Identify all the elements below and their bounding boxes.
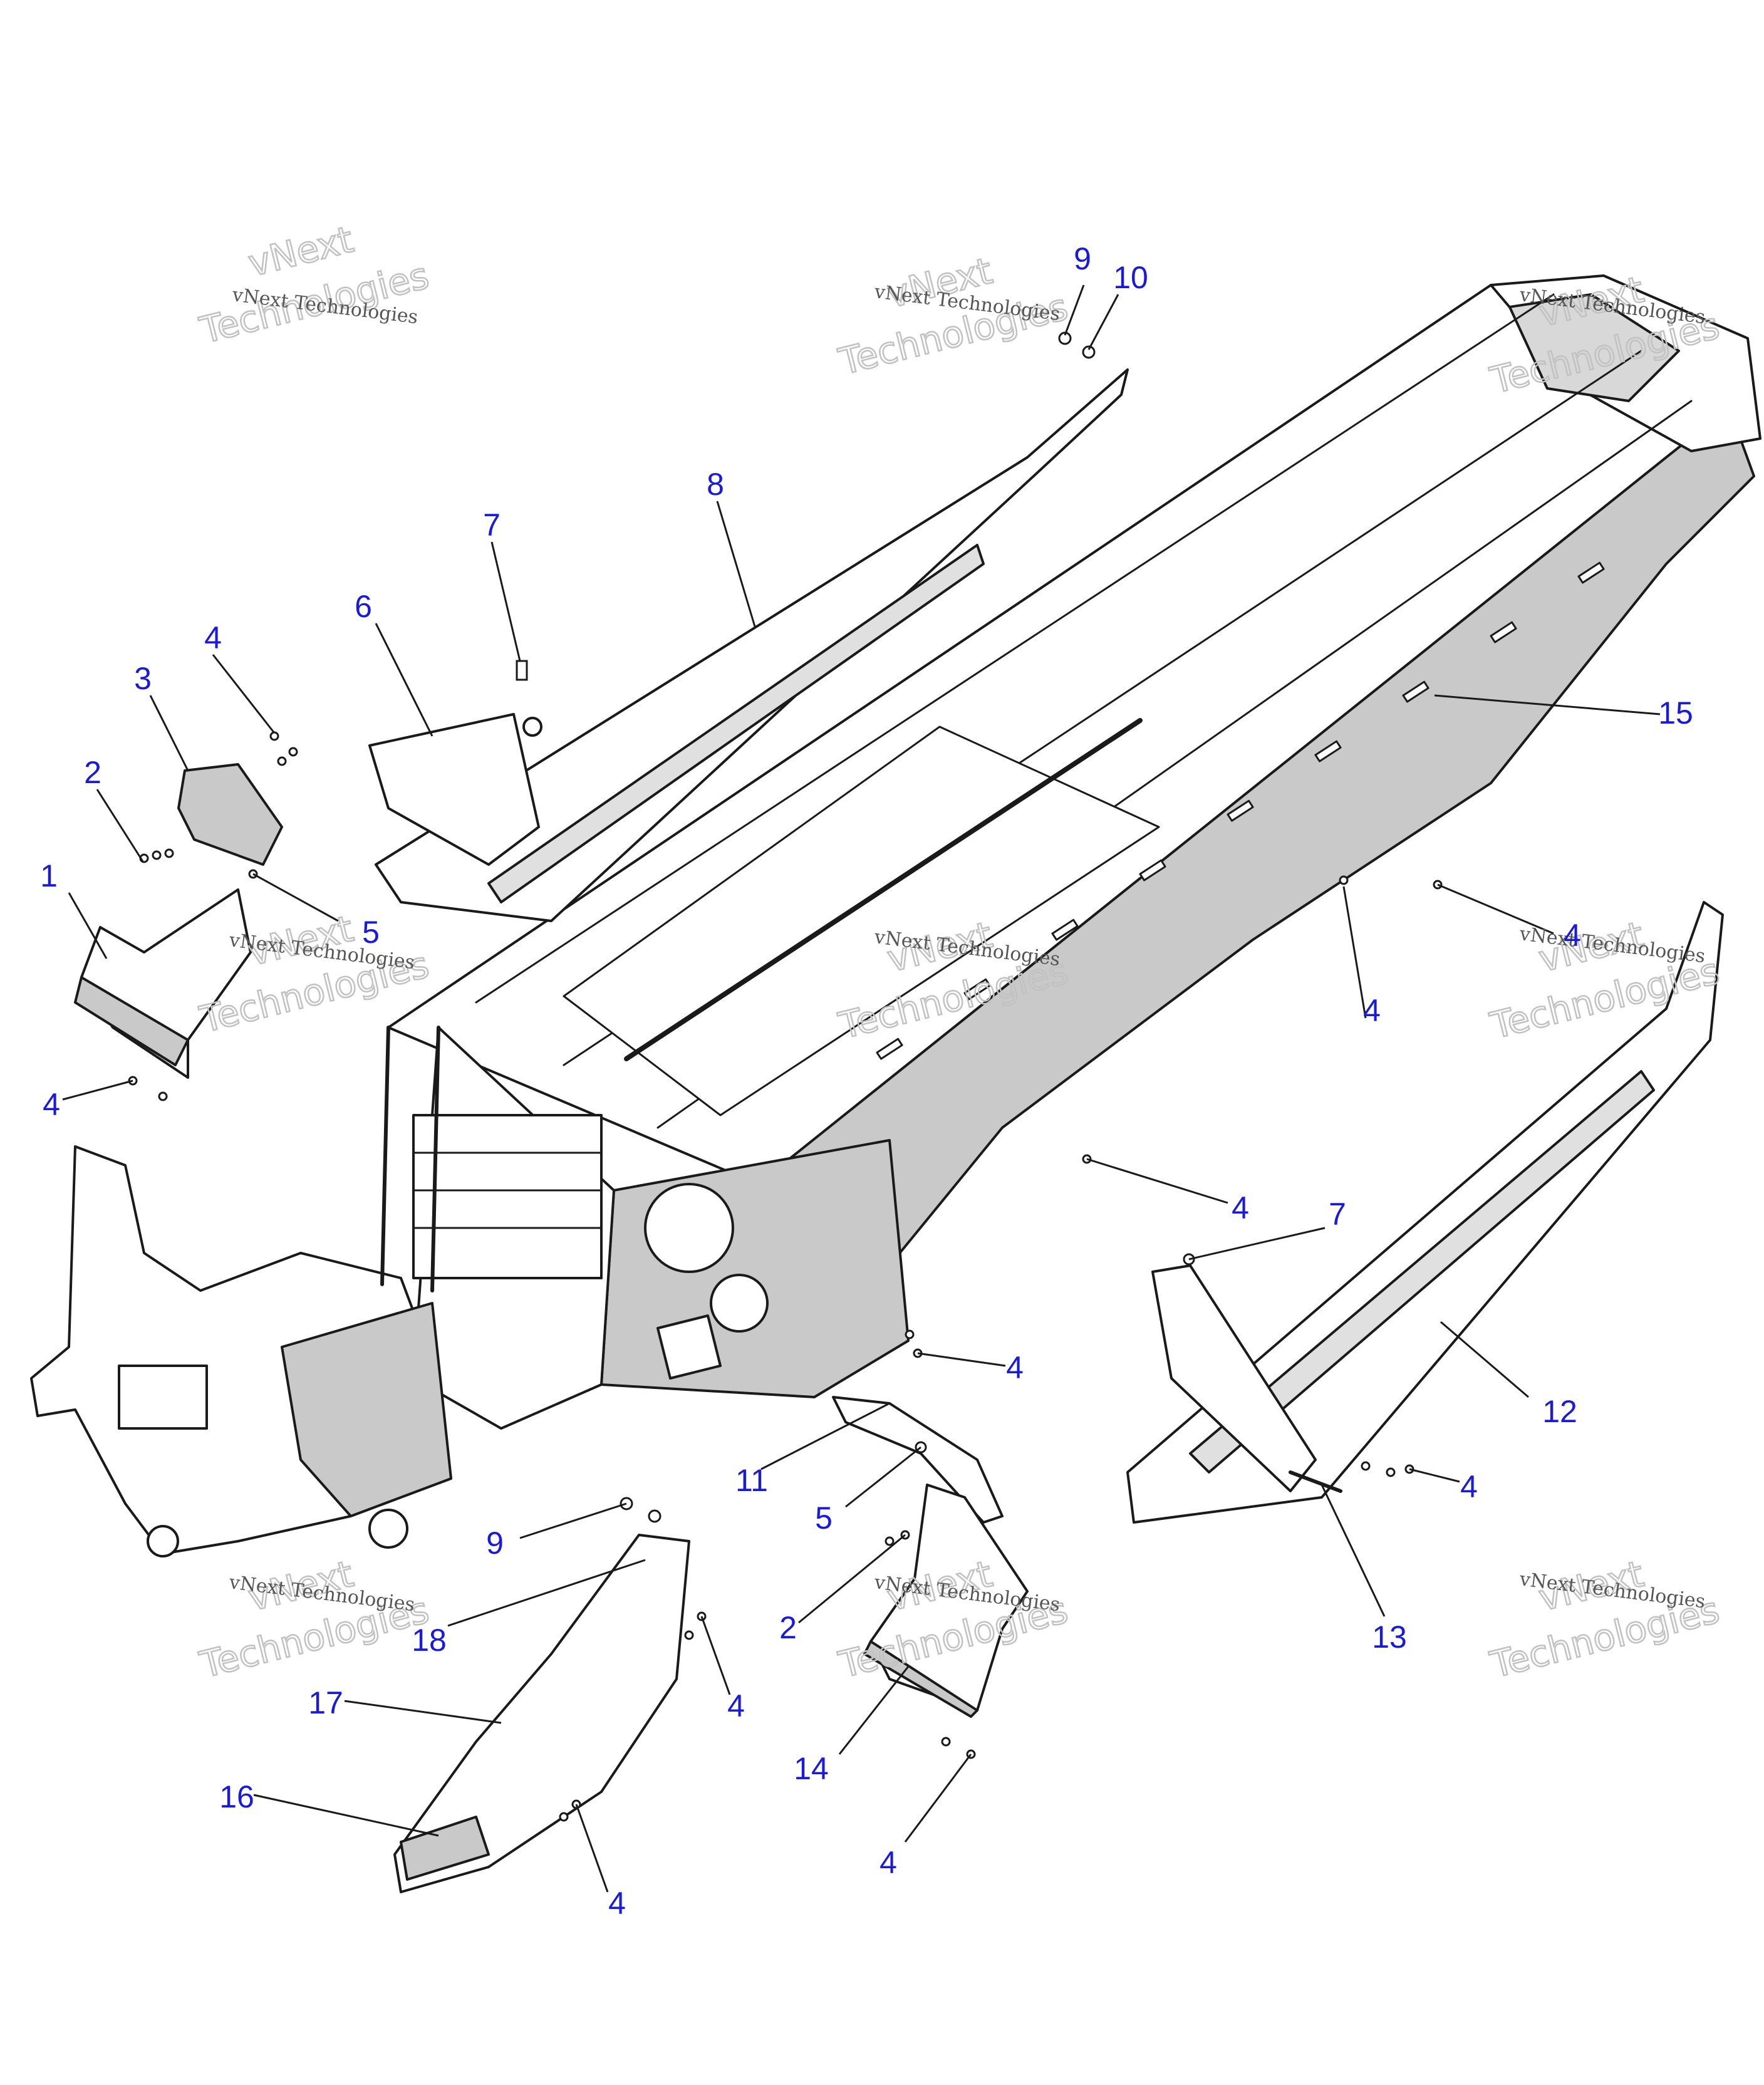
callout-4: 4 <box>204 620 222 655</box>
callout-4: 4 <box>1460 1469 1478 1504</box>
callout-12: 12 <box>1542 1394 1577 1429</box>
callout-9: 9 <box>1074 241 1091 276</box>
callout-11: 11 <box>735 1463 768 1498</box>
bracket-1 <box>74 888 252 1079</box>
callout-4: 4 <box>608 1886 626 1921</box>
callout-2: 2 <box>84 755 101 790</box>
callout-13: 13 <box>1372 1620 1407 1655</box>
callout-4: 4 <box>1564 918 1581 953</box>
callout-5: 5 <box>362 915 380 950</box>
side-panel-16 <box>393 1534 690 1893</box>
bracket-11 <box>832 1396 1004 1524</box>
callout-10: 10 <box>1113 260 1148 295</box>
tunnel-cover-panel <box>563 725 1160 1116</box>
footrest-upper <box>368 368 1129 922</box>
chassis-tunnel <box>387 274 1761 1367</box>
callout-18: 18 <box>412 1623 447 1658</box>
callout-15: 15 <box>1658 695 1693 731</box>
watermark-9: vNext Technologies <box>1485 1552 1724 1687</box>
callout-4: 4 <box>727 1688 745 1724</box>
plate-3 <box>177 763 283 866</box>
callout-7: 7 <box>483 507 501 543</box>
front-suspension-frame <box>30 1026 452 1557</box>
callout-5: 5 <box>815 1500 833 1536</box>
bracket-14 <box>863 1484 1029 1718</box>
callout-4: 4 <box>879 1845 897 1880</box>
callout-9: 9 <box>486 1526 504 1561</box>
callout-3: 3 <box>134 661 152 696</box>
callout-1: 1 <box>40 858 58 893</box>
callout-4: 4 <box>1006 1350 1024 1385</box>
watermark-1: vNext Technologies <box>195 217 433 353</box>
footrest-lower <box>1126 901 1724 1524</box>
callout-4: 4 <box>43 1087 60 1122</box>
callout-4: 4 <box>1363 993 1381 1028</box>
callout-6: 6 <box>355 589 372 624</box>
leader-lines <box>62 284 1661 1893</box>
callout-8: 8 <box>707 467 724 502</box>
front-bulkhead <box>412 1026 910 1430</box>
callout-16: 16 <box>219 1779 254 1814</box>
callout-14: 14 <box>794 1751 829 1786</box>
callouts: 1 2 3 4 5 6 7 8 9 10 15 4 4 4 4 7 4 12 1… <box>40 241 1693 1921</box>
hardware <box>128 331 1443 1822</box>
callout-7: 7 <box>1329 1197 1346 1232</box>
callout-2: 2 <box>779 1610 797 1645</box>
callout-4: 4 <box>1232 1190 1249 1225</box>
callout-17: 17 <box>308 1685 343 1720</box>
